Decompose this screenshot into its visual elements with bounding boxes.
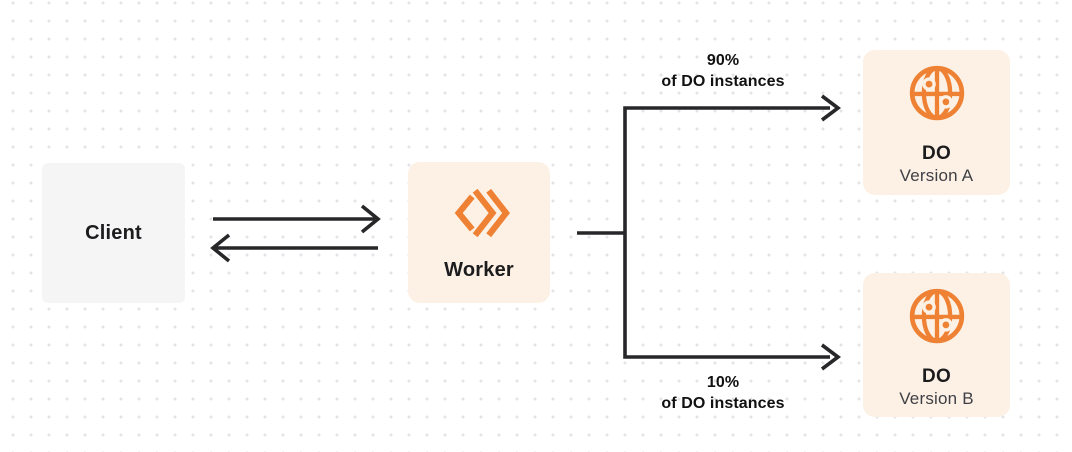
branch-lines — [623, 106, 830, 359]
arrow-client-to-worker — [213, 204, 381, 234]
globe-icon — [907, 63, 967, 123]
arrow-worker-to-client — [210, 233, 378, 263]
arrowhead-to-version-a — [820, 94, 841, 122]
edge-label-version-b: 10% of DO instances — [623, 372, 823, 414]
do-version-b-subtitle: Version B — [899, 388, 974, 408]
workers-chevrons-icon — [448, 184, 510, 242]
edge-label-version-a-caption: of DO instances — [661, 73, 785, 90]
edge-label-version-a-percent: 90% — [706, 52, 740, 69]
node-client: Client — [42, 163, 185, 303]
do-version-a-subtitle: Version A — [899, 166, 974, 185]
globe-icon — [907, 286, 967, 346]
do-version-a-title: DO — [921, 143, 952, 164]
client-label: Client — [85, 221, 142, 244]
edge-label-version-a: 90% of DO instances — [623, 50, 823, 92]
node-do-version-b: DO Version B — [863, 273, 1010, 417]
node-do-version-a: DO Version A — [863, 50, 1010, 195]
edge-label-version-b-percent: 10% — [706, 374, 740, 391]
do-version-b-title: DO — [921, 365, 952, 387]
edge-label-version-b-caption: of DO instances — [661, 395, 785, 412]
node-worker: Worker — [408, 162, 550, 303]
arrowhead-to-version-b — [820, 343, 841, 371]
worker-label: Worker — [444, 258, 514, 281]
